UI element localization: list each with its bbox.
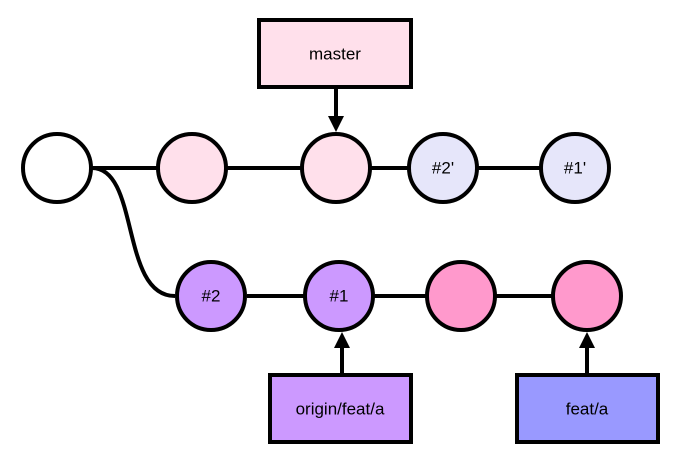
edges: [91, 166, 552, 298]
commit-feat-3: [425, 260, 497, 332]
ref-label: feat/a: [566, 400, 609, 419]
commit-master-1: [156, 132, 228, 204]
commit-1: #1: [303, 260, 375, 332]
commit-label: #1: [330, 287, 349, 306]
ref-label: master: [309, 45, 361, 64]
commit-label: #2': [432, 159, 454, 178]
ref-origin-feat-a: origin/feat/a: [268, 373, 413, 444]
ref-feat-a: feat/a: [515, 373, 660, 444]
commit-master-2: [300, 132, 372, 204]
commit-2-prime: #2': [407, 132, 479, 204]
commit-2: #2: [175, 260, 247, 332]
commit-label: #1': [564, 159, 586, 178]
commit-feat-4: [551, 260, 623, 332]
edge-root-f1: [91, 166, 176, 298]
ref-master: master: [257, 18, 413, 89]
commit-1-prime: #1': [539, 132, 611, 204]
ref-label: origin/feat/a: [296, 400, 385, 419]
commit-root: [21, 132, 93, 204]
ref-arrows: [328, 88, 595, 373]
commit-label: #2: [202, 287, 221, 306]
